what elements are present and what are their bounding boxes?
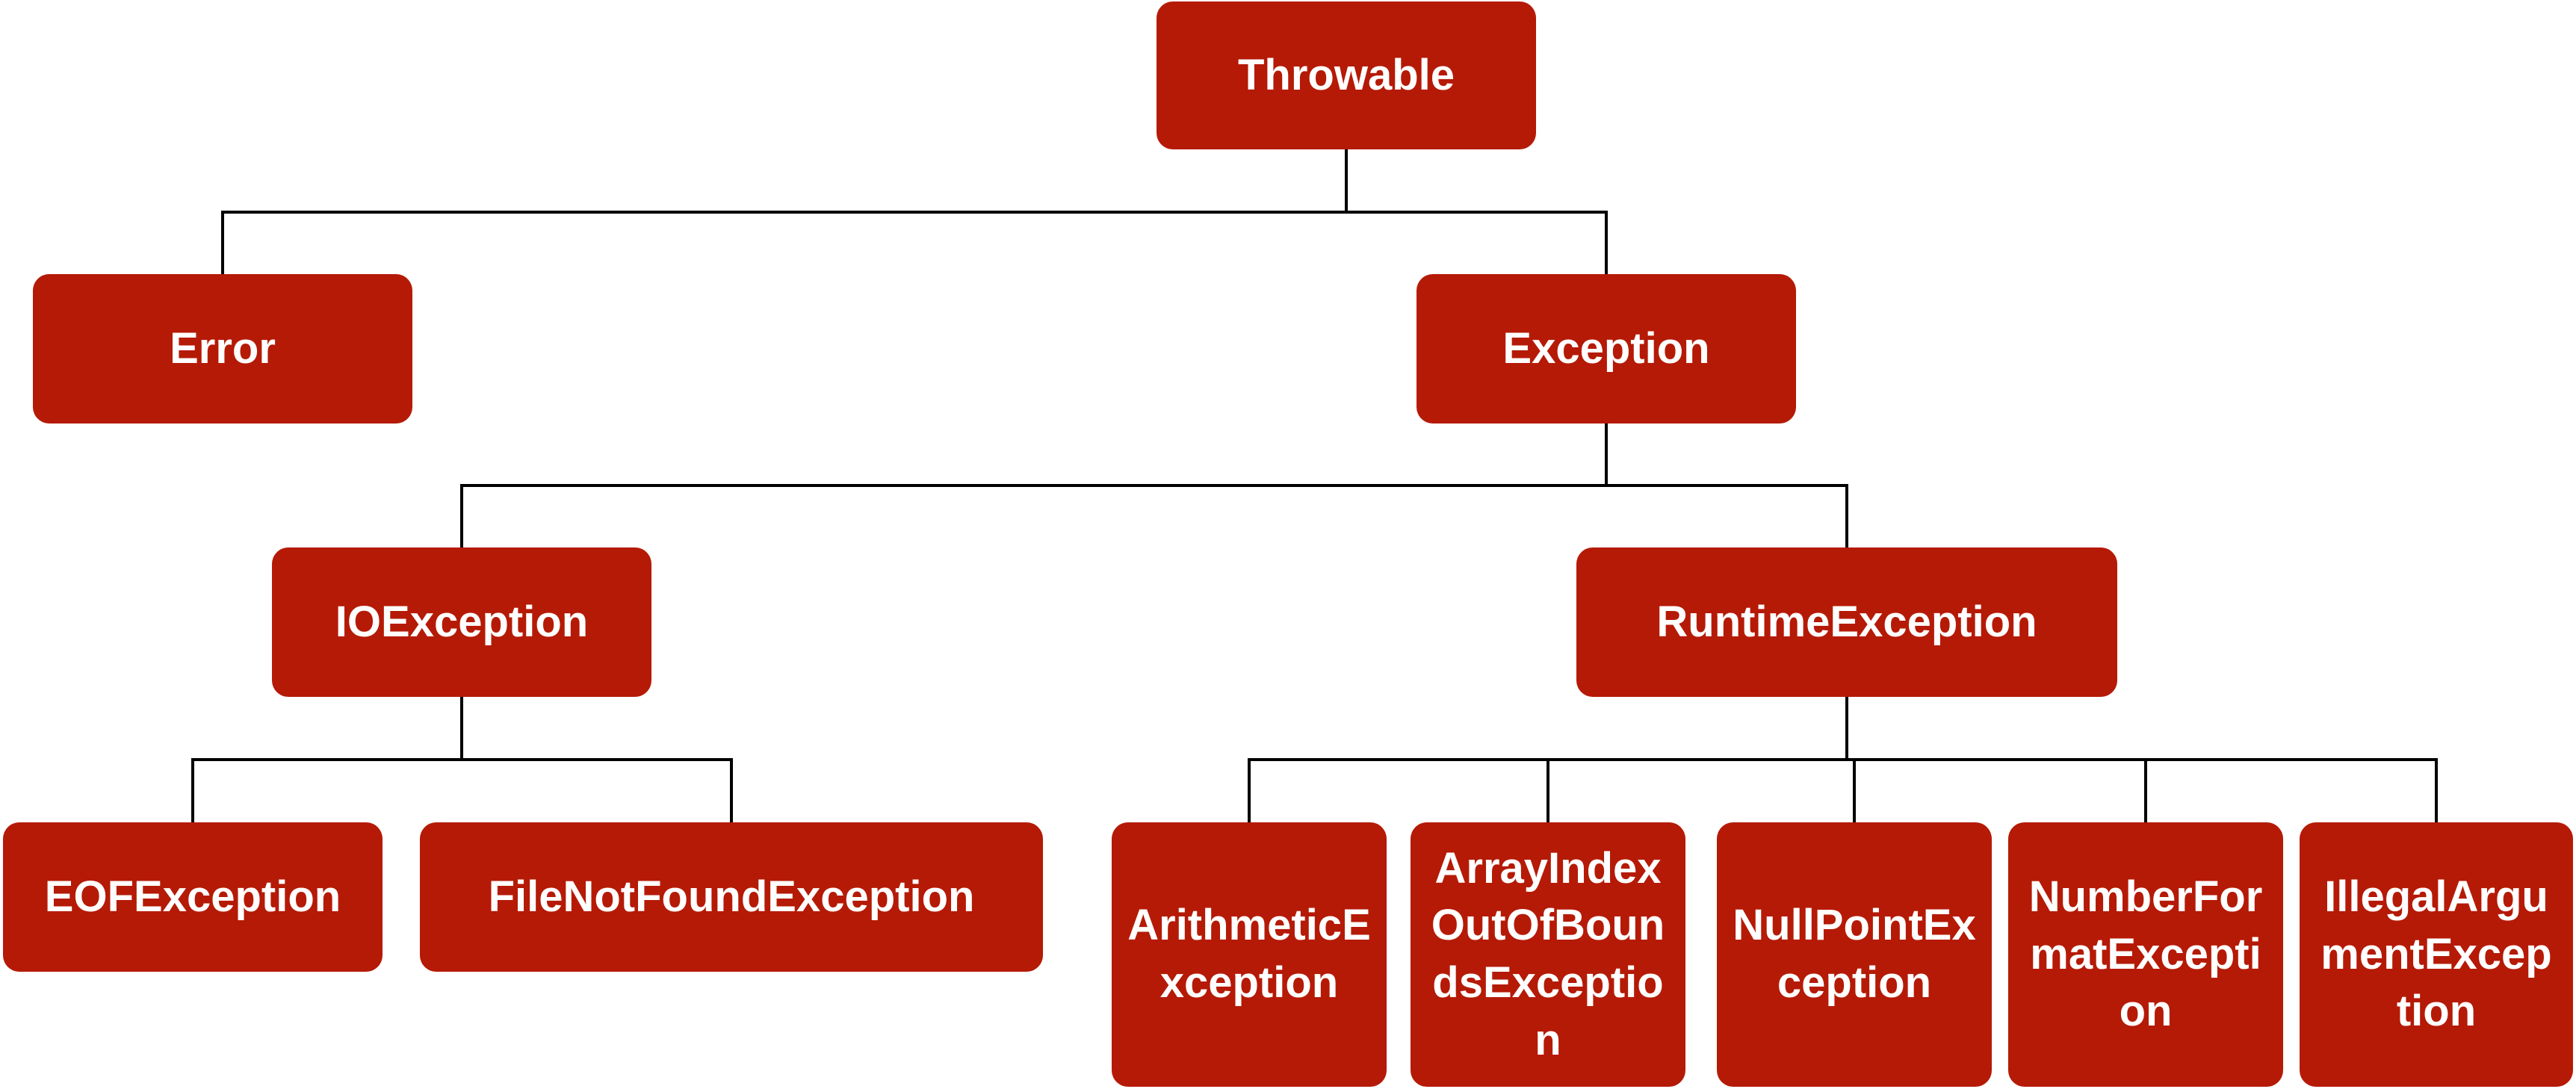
node-arithmeticexception: ArithmeticE xception — [1112, 822, 1387, 1087]
node-label-illegalargumentexception: IllegalArgu mentExcep tion — [2320, 872, 2552, 1036]
node-label-exception: Exception — [1502, 323, 1710, 373]
node-arrayindexoutofboundsexception: ArrayIndex OutOfBoun dsExceptio n — [1411, 822, 1685, 1087]
node-label-arithmeticexception: ArithmeticE xception — [1127, 901, 1371, 1007]
node-label-nullpointexception: NullPointEx ception — [1733, 901, 1976, 1007]
node-throwable: Throwable — [1157, 1, 1536, 149]
node-nullpointexception: NullPointEx ception — [1717, 822, 1992, 1087]
node-eofexception: EOFException — [3, 822, 383, 972]
node-label-throwable: Throwable — [1237, 50, 1455, 99]
node-numberformatexception: NumberFor matExcepti on — [2008, 822, 2283, 1087]
node-label-error: Error — [170, 323, 276, 373]
node-error: Error — [33, 274, 412, 424]
node-runtimeexception: RuntimeException — [1576, 547, 2117, 697]
node-label-filenotfoundexception: FileNotFoundException — [488, 872, 975, 921]
node-exception: Exception — [1417, 274, 1796, 424]
node-label-runtimeexception: RuntimeException — [1656, 597, 2037, 646]
node-ioexception: IOException — [272, 547, 651, 697]
node-label-arrayindexoutofboundsexception: ArrayIndex OutOfBoun dsExceptio n — [1431, 843, 1665, 1064]
node-label-numberformatexception: NumberFor matExcepti on — [2028, 872, 2263, 1036]
node-label-eofexception: EOFException — [44, 872, 341, 921]
node-illegalargumentexception: IllegalArgu mentExcep tion — [2300, 822, 2573, 1087]
node-label-ioexception: IOException — [335, 597, 589, 646]
node-filenotfoundexception: FileNotFoundException — [420, 822, 1043, 972]
